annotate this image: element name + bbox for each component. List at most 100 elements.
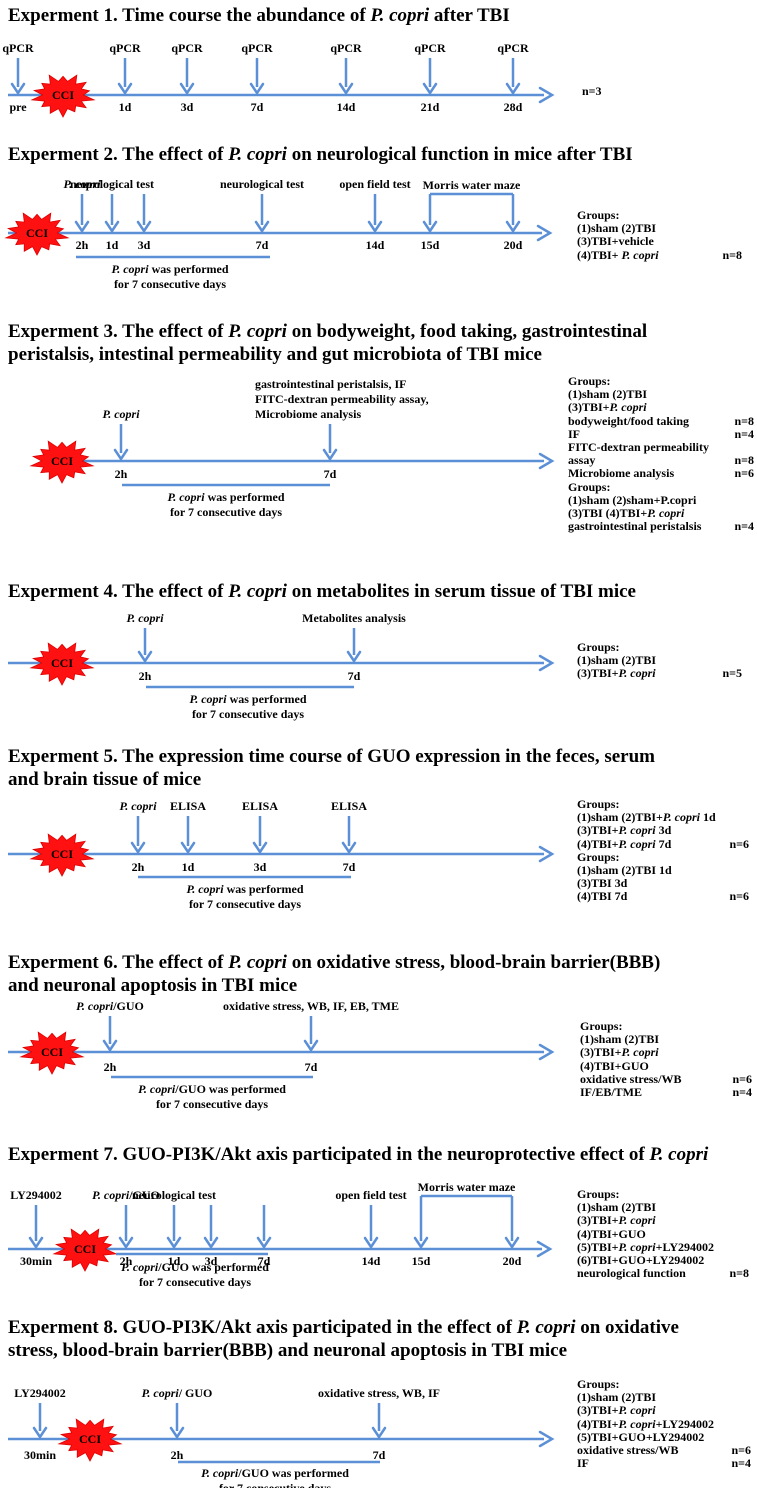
text-run: assay	[568, 453, 596, 468]
marker-top-label: P. copri	[63, 177, 101, 191]
text-run: P. copri	[63, 177, 101, 191]
group-sample-size: n=8	[722, 247, 742, 262]
text-run: gastrointestinal peristalsis, IF	[255, 377, 406, 391]
text-run: neurological test	[70, 177, 154, 191]
text-run: on bodyweight, food taking, gastrointest…	[286, 321, 648, 342]
marker-time-label: 2h	[115, 467, 128, 481]
text-run: qPCR	[2, 41, 34, 55]
marker-arrow-head	[180, 841, 196, 855]
group-row: Groups:	[580, 1019, 752, 1033]
text-run: LY294002	[10, 1188, 62, 1202]
marker-time-label: 30min	[20, 1254, 52, 1268]
text-run: (4)TBI+	[577, 1416, 619, 1431]
group-sample-size: n=6	[734, 466, 754, 481]
text-run: Groups:	[577, 640, 620, 654]
text-run: P. copri	[618, 1213, 656, 1228]
marker-arrow-head	[169, 1426, 185, 1440]
marker-time-label: 2h	[120, 1254, 133, 1268]
timeline-arrowhead	[538, 845, 555, 863]
text-run: (3)TBI+	[577, 823, 619, 838]
text-run: /GUO was performed	[237, 1466, 349, 1480]
text-run: P. copri	[92, 1188, 130, 1202]
text-run: P. copri	[121, 1260, 159, 1274]
group-row: (3)TBI+vehicle	[577, 235, 742, 248]
text-run: gastrointestinal peristalsis	[568, 519, 702, 534]
marker-arrow-head	[338, 82, 354, 96]
timeline-arrowhead	[538, 654, 555, 672]
marker-arrow-head	[203, 1236, 219, 1250]
marker-top-label: open field test	[335, 1188, 406, 1202]
group-row: (3)TBI (4)TBI+P. copri	[568, 506, 754, 520]
text-run: LY294002	[14, 1386, 66, 1400]
text-run: P. copri	[228, 144, 287, 165]
group-row: (3)TBI+P. copri	[577, 1214, 749, 1227]
marker-arrow-head	[113, 448, 129, 462]
marker-top-label: P. copri	[119, 799, 157, 813]
marker-arrow-head	[117, 82, 133, 96]
text-run: on oxidative	[575, 1317, 679, 1338]
group-sample-size: n=5	[722, 666, 742, 681]
marker-arrow-head	[102, 1039, 118, 1053]
marker-arrow-head	[256, 1236, 272, 1250]
group-row: (3)TBI+P. copri	[568, 401, 754, 414]
group-row: (1)sham (2)TBI	[580, 1033, 752, 1046]
marker-time-label: 7d	[343, 860, 356, 874]
marker-time-label: 3d	[181, 100, 194, 114]
text-run: IF/EB/TME	[580, 1085, 643, 1100]
cci-label: CCI	[52, 88, 74, 102]
text-run: P. copri	[649, 1144, 709, 1165]
marker-top-label: qPCR	[414, 41, 446, 55]
text-run: (1)sham (2)TBI+	[577, 810, 663, 825]
cci-star	[57, 1418, 123, 1462]
marker-time-label: 28d	[504, 100, 523, 114]
text-run: Groups:	[577, 208, 620, 222]
cci-label: CCI	[74, 1242, 96, 1256]
marker-arrow-head	[10, 82, 26, 96]
text-run: Experment 5. The expression time course …	[8, 746, 655, 767]
marker-arrow-head	[249, 82, 265, 96]
text-run: Experment 8. GUO-PI3K/Akt axis participa…	[8, 1317, 517, 1338]
group-sample-size: n=6	[731, 1443, 751, 1458]
text-run: (3)TBI+	[577, 1213, 619, 1228]
group-row: Groups:	[568, 480, 754, 494]
marker-arrow-head	[179, 82, 195, 96]
cci-label: CCI	[26, 226, 48, 240]
groups-list: Groups:(1)sham (2)TBI(3)TBI+P. copri(4)T…	[577, 1187, 749, 1280]
marker-top-label: gastrointestinal peristalsis, IF	[255, 377, 406, 391]
experiment-4-title: Experment 4. The effect of P. copri on m…	[8, 580, 636, 603]
group-row: Microbiome analysis n=6	[568, 467, 754, 480]
text-run: P. copri	[370, 5, 430, 26]
text-run: P. copri	[621, 247, 659, 262]
text-run: Experment 4. The effect of	[8, 581, 229, 602]
group-row: (3)TBI+P. copri	[577, 1404, 751, 1417]
group-row: (1)sham (2)TBI	[568, 388, 754, 401]
cci-label: CCI	[51, 847, 73, 861]
marker-top-label: qPCR	[109, 41, 141, 55]
experiment-2-title: Experment 2. The effect of P. copri on n…	[8, 143, 633, 166]
text-run: oxidative stress, WB, IF	[318, 1386, 440, 1400]
treatment-note-line1: P. copri was performed	[111, 262, 228, 276]
marker-arrow-head	[322, 448, 338, 462]
group-row: (1)sham (2)TBI	[577, 222, 742, 235]
text-run: FITC-dextran permeability assay,	[255, 392, 429, 406]
text-run: Microbiome analysis	[568, 466, 675, 481]
cci-label: CCI	[51, 656, 73, 670]
text-run: +LY294002	[655, 1239, 715, 1254]
cci-star	[19, 1031, 85, 1075]
marker-arrow-head	[341, 841, 357, 855]
marker-arrow-head	[422, 82, 438, 96]
treatment-note-line2: for 7 consecutive days	[170, 505, 282, 519]
text-run: neurological test	[132, 1188, 216, 1202]
text-run: 7d	[655, 836, 672, 851]
marker-arrow-head	[505, 220, 521, 234]
text-run: Groups:	[577, 1377, 620, 1391]
marker-top-label: P. copri/GUO	[92, 1188, 160, 1202]
marker-time-label: 14d	[362, 1254, 381, 1268]
